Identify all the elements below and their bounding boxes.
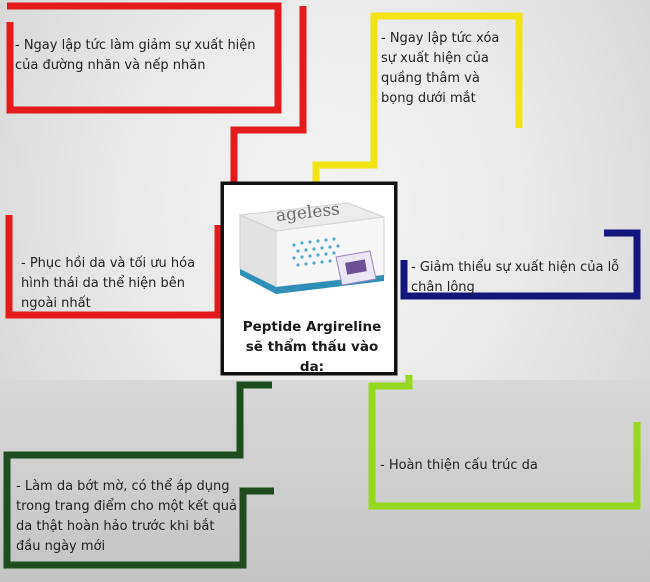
red-mid-frame xyxy=(5,215,222,319)
benefit-dark-circles: - Ngay lập tức xóa sự xuất hiện của quần… xyxy=(381,31,500,106)
benefit-wrinkles: - Ngay lập tức làm giảm sự xuất hiện của… xyxy=(15,38,256,73)
navy-frame xyxy=(400,229,641,300)
background-floor xyxy=(0,380,650,582)
lime-frame xyxy=(368,375,641,510)
benefit-structure: - Hoàn thiện cấu trúc da xyxy=(380,458,538,473)
yellow-frame xyxy=(312,12,523,185)
benefit-makeup: - Làm da bớt mờ, có thể áp dụng trong tr… xyxy=(16,479,237,554)
benefit-pores: - Giảm thiểu sự xuất hiện của lỗ chân lô… xyxy=(411,260,620,295)
product-image: ageless xyxy=(238,199,385,294)
red-top-connector xyxy=(230,6,307,185)
center-title: Peptide Argireline sẽ thẩm thấu vào da: xyxy=(242,319,382,375)
benefit-restore-skin: - Phục hồi da và tối ưu hóa hình thái da… xyxy=(21,256,196,311)
dark-green-frame xyxy=(3,381,274,569)
red-top-frame xyxy=(6,2,282,114)
